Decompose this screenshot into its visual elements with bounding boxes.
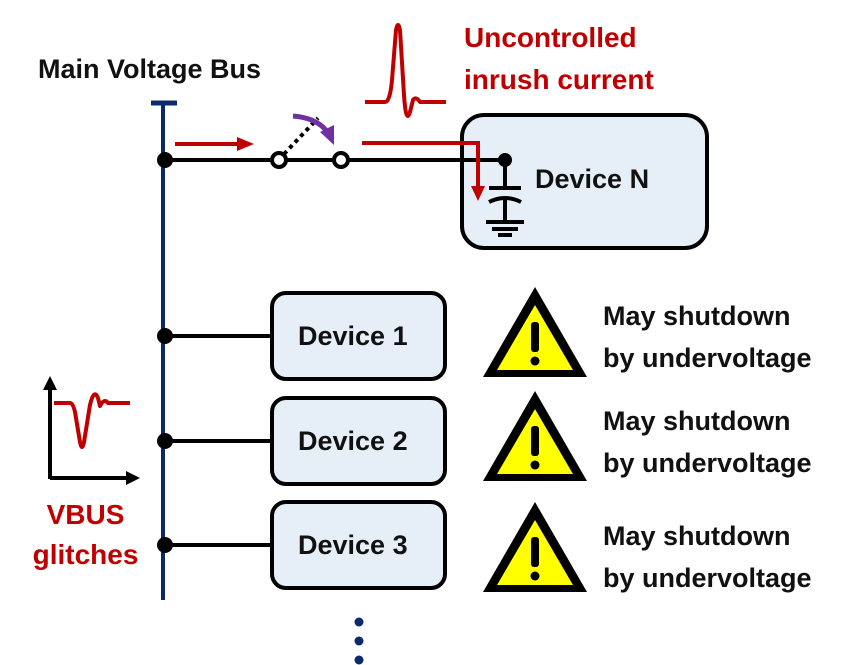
device-1-node — [157, 328, 173, 344]
device-2-box[interactable] — [270, 396, 447, 486]
device-2-label: Device 2 — [298, 426, 408, 456]
bus-node — [157, 152, 173, 168]
warning-line-1: May shutdown — [603, 521, 791, 551]
current-flow-arrow-icon — [175, 137, 254, 151]
device-n-box[interactable] — [460, 113, 709, 250]
inrush-pulse-icon — [365, 23, 446, 118]
vertical-ellipsis-icon — [354, 617, 364, 665]
inrush-label-line-2: inrush current — [464, 64, 654, 95]
device-n-label: Device N — [535, 164, 650, 194]
device-1-warning: May shutdown by undervoltage — [603, 295, 812, 379]
vbus-glitches-line-2: glitches — [32, 539, 139, 570]
device-2-warning: May shutdown by undervoltage — [603, 400, 812, 484]
device-1-label: Device 1 — [298, 321, 408, 351]
vbus-glitch-plot-icon — [43, 376, 140, 485]
warning-line-2: by undervoltage — [603, 563, 812, 593]
warning-line-1: May shutdown — [603, 301, 791, 331]
warning-triangle-icon — [483, 287, 587, 377]
load-switch-icon — [270, 116, 350, 169]
device-3-label: Device 3 — [298, 530, 408, 560]
vbus-glitches-line-1: VBUS — [46, 499, 125, 530]
main-voltage-bus-title: Main Voltage Bus — [38, 54, 262, 84]
switch-close-arrow-icon — [292, 113, 334, 145]
device-1-box[interactable] — [270, 291, 447, 381]
ground-icon — [486, 220, 524, 237]
warning-line-2: by undervoltage — [603, 448, 812, 478]
device-2-node — [157, 433, 173, 449]
vbus-glitches-label: VBUS glitches — [28, 495, 143, 575]
warning-line-1: May shutdown — [603, 406, 791, 436]
device-3-box[interactable] — [270, 500, 447, 590]
warning-triangle-icon — [483, 502, 587, 592]
inrush-label: Uncontrolled inrush current — [464, 17, 654, 101]
warning-triangle-icon — [483, 391, 587, 481]
inrush-label-line-1: Uncontrolled — [464, 22, 637, 53]
device-3-warning: May shutdown by undervoltage — [603, 515, 812, 599]
inrush-current-arrow-icon — [362, 141, 485, 201]
device-3-node — [157, 537, 173, 553]
capacitor-icon — [488, 160, 522, 222]
warning-line-2: by undervoltage — [603, 343, 812, 373]
